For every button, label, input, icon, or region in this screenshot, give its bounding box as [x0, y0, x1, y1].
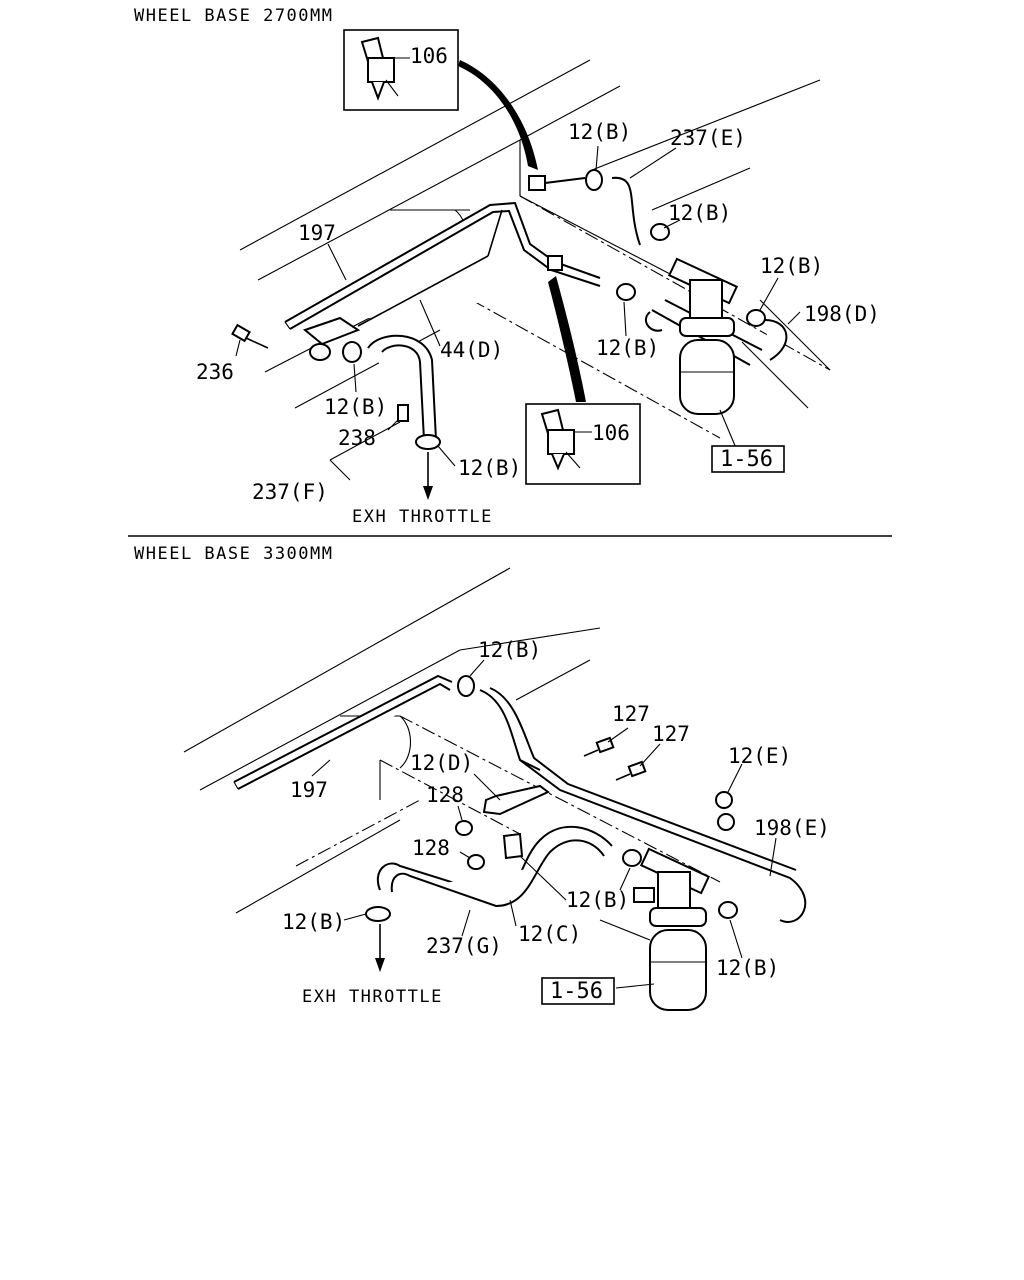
clamp [616, 283, 636, 301]
label-12b: 12(B) [668, 201, 731, 225]
detail-inset-106-bottom: 106 [525, 403, 641, 485]
label-12b: 12(B) [716, 956, 779, 980]
label-128: 128 [426, 783, 464, 807]
label-198d: 198(D) [804, 302, 880, 326]
bolt-127 [583, 736, 647, 781]
label-12b: 12(B) [458, 456, 521, 480]
hose-237f [367, 334, 437, 441]
label-106: 106 [410, 44, 448, 68]
label-197: 197 [290, 778, 328, 802]
clamp [718, 901, 738, 919]
label-12b: 12(B) [566, 888, 629, 912]
clamp [457, 675, 475, 697]
label-127: 127 [652, 722, 690, 746]
label-106: 106 [592, 421, 630, 445]
clamp [622, 849, 642, 867]
leader-lines [235, 145, 801, 481]
hose-237e [544, 176, 641, 246]
label-12b: 12(B) [478, 638, 541, 662]
direction-label: EXH THROTTLE [352, 507, 493, 527]
label-12b: 12(B) [760, 254, 823, 278]
clamps [342, 169, 766, 450]
section-title: WHEEL BASE 3300MM [134, 544, 334, 564]
ref-box [541, 977, 615, 1005]
ref-box [711, 445, 785, 473]
label-237g: 237(G) [426, 934, 502, 958]
clamp [365, 906, 391, 922]
label-12c: 12(C) [518, 922, 581, 946]
callout-arrow [458, 60, 538, 170]
clamp [717, 813, 735, 831]
section-wheelbase-2700: WHEEL BASE 2700MM [134, 6, 880, 527]
label-12e: 12(E) [728, 744, 791, 768]
label-236: 236 [196, 360, 234, 384]
label-12b: 12(B) [324, 395, 387, 419]
label-12b: 12(B) [282, 910, 345, 934]
clip-106 [547, 255, 563, 271]
label-197: 197 [298, 221, 336, 245]
section-wheelbase-3300: WHEEL BASE 3300MM [134, 544, 830, 1011]
leader-lines [311, 659, 777, 989]
label-237e: 237(E) [670, 126, 746, 150]
pipe-197 [233, 674, 453, 790]
bracket-12c [502, 832, 524, 860]
clip-106 [528, 175, 546, 191]
label-44d: 44(D) [440, 338, 503, 362]
hose-237g [377, 825, 613, 908]
section-title: WHEEL BASE 2700MM [134, 6, 334, 26]
callout-arrow [548, 276, 586, 402]
vacuum-canister [633, 847, 711, 1011]
label-127: 127 [612, 702, 650, 726]
clamp [715, 791, 733, 809]
clamp [415, 434, 441, 450]
bolt-236 [231, 316, 361, 361]
detail-inset-106-top: 106 [343, 29, 459, 111]
reference-code: 1-56 [720, 447, 773, 472]
clamps [365, 675, 738, 922]
direction-label: EXH THROTTLE [302, 987, 443, 1007]
label-237f: 237(F) [252, 480, 328, 504]
nut-128 [455, 820, 485, 870]
clamp [342, 341, 362, 363]
reference-code: 1-56 [550, 979, 603, 1004]
label-12d: 12(D) [410, 751, 473, 775]
label-128: 128 [412, 836, 450, 860]
label-198e: 198(E) [754, 816, 830, 840]
label-12b: 12(B) [568, 120, 631, 144]
clamp [585, 169, 603, 191]
bracket-12d [482, 784, 550, 816]
label-12b: 12(B) [596, 336, 659, 360]
label-238: 238 [338, 426, 376, 450]
clamp [746, 309, 766, 327]
clip-238 [397, 404, 409, 422]
vacuum-canister [644, 257, 739, 415]
frame-rails [239, 59, 831, 439]
